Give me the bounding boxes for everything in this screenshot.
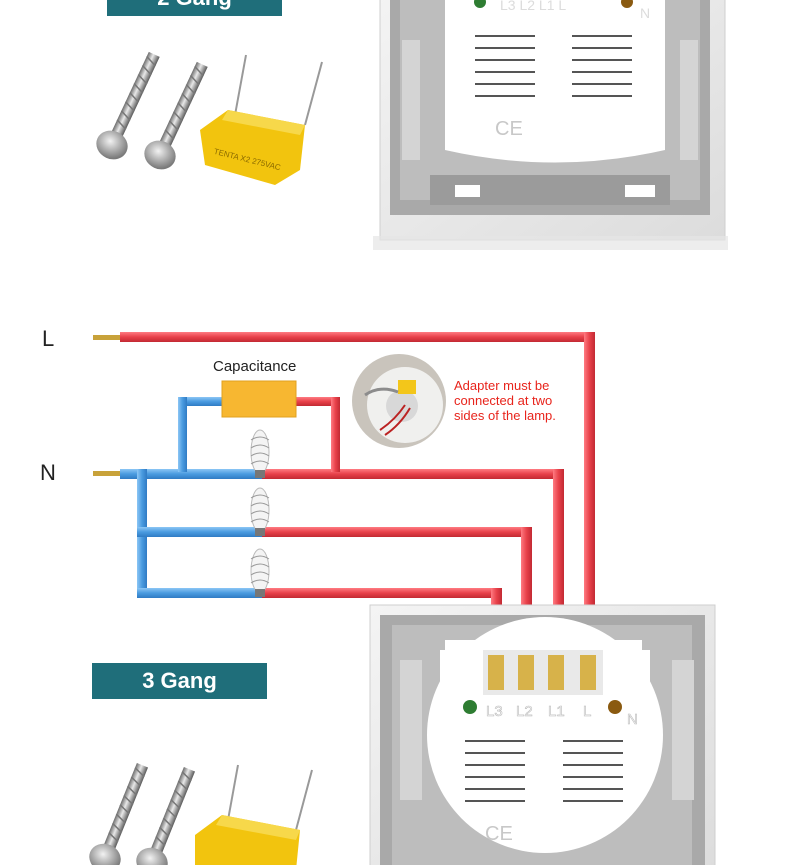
- live-wire: [120, 332, 595, 652]
- switch-terminal-label: L1: [548, 703, 565, 720]
- two-gang-label: 2 Gang: [107, 0, 282, 16]
- adapter-note: Adapter must be connected at two sides o…: [454, 378, 556, 423]
- adapter-photo: [352, 354, 446, 448]
- neutral-label: N: [40, 460, 56, 485]
- bulb-icon-1: [250, 429, 270, 478]
- switch-terminal-label: L3: [486, 703, 503, 720]
- svg-text:CE: CE: [485, 823, 513, 845]
- svg-text:N: N: [640, 5, 650, 21]
- neutral-wire: [120, 397, 262, 598]
- capacitor: [221, 380, 297, 418]
- live-input-terminal: [93, 335, 121, 340]
- switch-terminal-label: N: [627, 711, 638, 728]
- switch-3gang-image: CE: [369, 604, 716, 865]
- switch-terminal-label: L: [583, 703, 591, 720]
- screws-and-capacitor-bottom: [89, 763, 313, 865]
- screws-and-capacitor-top: TENTA X2 275VAC: [96, 51, 323, 185]
- switch-terminal-label: L2: [516, 703, 533, 720]
- switch-2gang-image: L3 L2 L1 L N CE: [373, 0, 728, 250]
- svg-text:CE: CE: [495, 118, 523, 140]
- bulb-icon-2: [250, 487, 270, 536]
- bulb-icon-3: [250, 548, 270, 597]
- neutral-input-terminal: [93, 471, 121, 476]
- svg-text:L3 L2 L1 L: L3 L2 L1 L: [500, 0, 566, 13]
- three-gang-label: 3 Gang: [92, 663, 267, 699]
- capacitor-label: Capacitance: [213, 358, 297, 375]
- live-label: L: [42, 326, 55, 351]
